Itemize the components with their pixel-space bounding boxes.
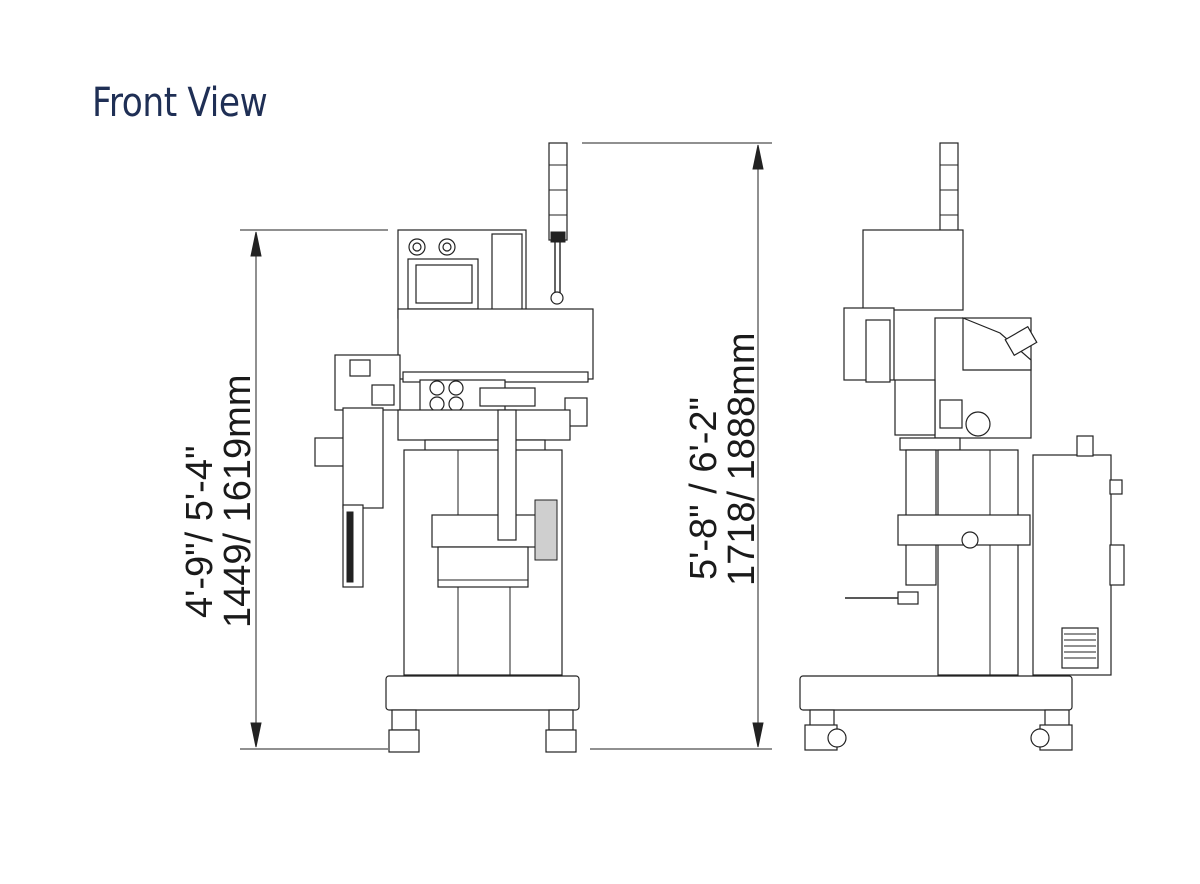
left-height-dimension: 4'-9"/ 5'-4" 1449/ 1619mm (179, 229, 388, 750)
right-height-metric-label: 1718/ 1888mm (721, 333, 763, 587)
side-view-machine (799, 142, 1125, 751)
right-height-dimension: 5'-8" / 6'-2" 1718/ 1888mm (582, 142, 772, 750)
right-height-imperial-label: 5'-8" / 6'-2" (683, 397, 725, 580)
left-height-imperial-label: 4'-9"/ 5'-4" (179, 446, 221, 618)
front-view-machine (314, 142, 594, 753)
left-height-metric-label: 1449/ 1619mm (217, 375, 259, 629)
page-title: Front View (92, 80, 268, 126)
